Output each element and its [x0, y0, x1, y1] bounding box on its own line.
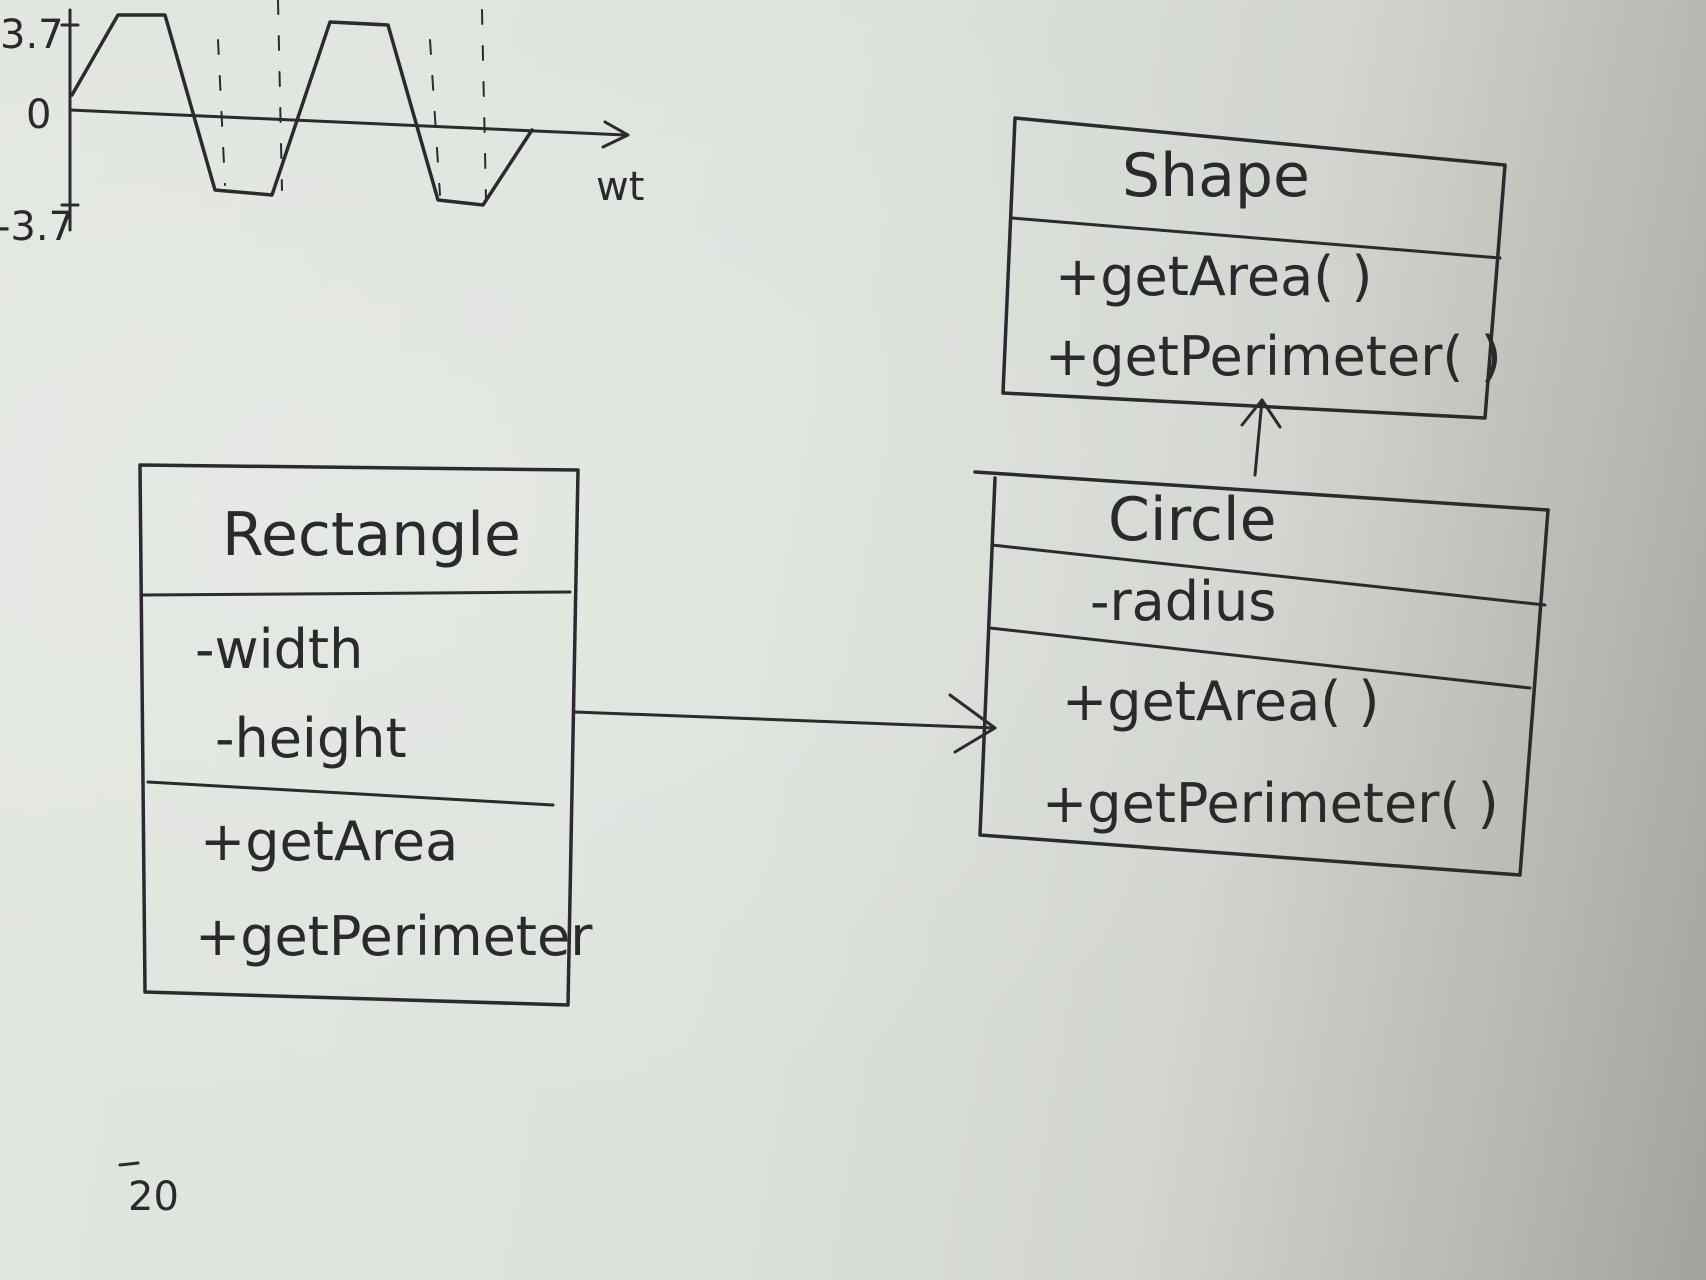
circle-class-box: Circle -radius +getArea( ) +getPerimeter… — [973, 470, 1550, 877]
circle-box-outline — [978, 476, 1550, 877]
rectangle-box-outline — [138, 463, 580, 1007]
y-min-label: -3.7 — [0, 204, 74, 250]
page-number: 20 — [128, 1174, 179, 1220]
circle-box-top — [973, 470, 1550, 512]
rectangle-divider-1 — [141, 590, 572, 597]
page-mark-stroke — [118, 1161, 140, 1167]
rectangle-attribute-2: -height — [215, 707, 407, 770]
rectangle-method-2: +getPerimeter — [195, 905, 593, 968]
inheritance-arrow — [1240, 398, 1282, 477]
y-max-label: 3.7 — [0, 12, 64, 58]
waveform-trace — [70, 13, 534, 207]
circle-method-1: +getArea( ) — [1062, 670, 1380, 733]
circle-method-2: +getPerimeter( ) — [1042, 772, 1499, 835]
waveform-sketch: 3.7 0 -3.7 wt — [0, 0, 644, 250]
y-zero-label: 0 — [26, 92, 51, 138]
shape-box-outline — [1001, 116, 1507, 420]
circle-divider-2 — [988, 626, 1532, 690]
inheritance-arrowhead-icon — [1240, 398, 1282, 429]
rectangle-method-1: +getArea — [200, 810, 458, 873]
x-axis-label: wt — [596, 164, 644, 210]
shape-divider — [1010, 216, 1502, 260]
circle-class-name: Circle — [1108, 485, 1277, 555]
waveform-x-axis — [68, 108, 627, 137]
shape-class-box: Shape +getArea( ) +getPerimeter( ) — [1001, 116, 1507, 420]
association-arrow — [573, 693, 997, 754]
association-arrowhead-icon — [948, 693, 997, 754]
rectangle-divider-2 — [146, 780, 555, 807]
rectangle-attribute-1: -width — [195, 618, 363, 681]
shape-class-name: Shape — [1122, 141, 1310, 211]
shape-method-1: +getArea( ) — [1055, 245, 1373, 308]
rectangle-class-name: Rectangle — [222, 500, 521, 570]
shape-method-2: +getPerimeter( ) — [1045, 325, 1502, 388]
inheritance-line — [1253, 398, 1264, 477]
page-mark: 20 — [118, 1161, 179, 1220]
circle-divider-1 — [990, 543, 1547, 607]
x-axis-arrowhead-icon — [601, 120, 630, 149]
waveform-guide-lines — [217, 0, 487, 201]
association-line — [573, 710, 997, 730]
circle-attribute-1: -radius — [1090, 570, 1276, 633]
rectangle-class-box: Rectangle -width -height +getArea +getPe… — [138, 463, 593, 1007]
